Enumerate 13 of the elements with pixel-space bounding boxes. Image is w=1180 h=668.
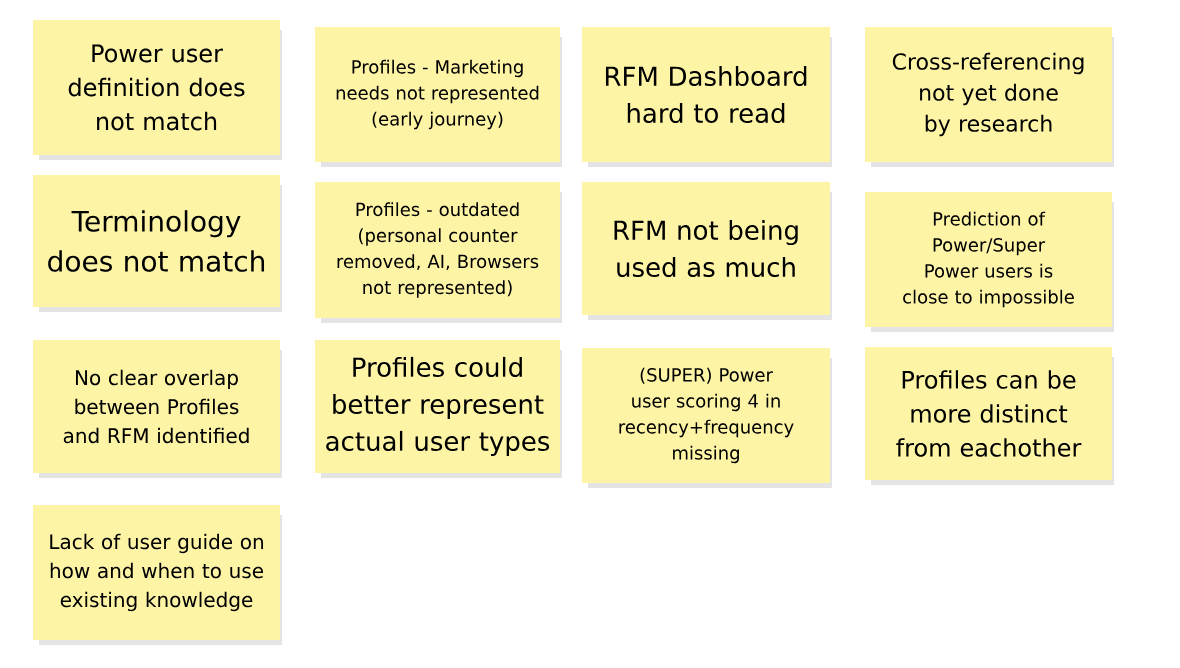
sticky-note: Profiles - outdated (personal counter removed, AI, Browsers not represented) (315, 182, 562, 323)
sticky-note: Profiles - Marketing needs not represented (early journey) (315, 27, 562, 167)
sticky-note: RFM not being used as much (582, 182, 832, 320)
sticky-note: Profiles could better represent actual user types (315, 340, 562, 478)
sticky-note: Profiles can be more distinct from eachother (865, 347, 1114, 485)
sticky-note: (SUPER) Power user scoring 4 in recency+frequency missing (582, 348, 832, 488)
sticky-note: Terminology does not match (33, 175, 282, 312)
sticky-note: Power user definition does not match (33, 20, 282, 160)
sticky-note: Prediction of Power/Super Power users is close to impossible (865, 192, 1114, 332)
sticky-note: RFM Dashboard hard to read (582, 27, 832, 167)
sticky-note: Cross-referencing not yet done by research (865, 27, 1114, 167)
sticky-note: Lack of user guide on how and when to use existing knowledge (33, 505, 282, 645)
sticky-note: No clear overlap between Profiles and RFM identified (33, 340, 282, 478)
